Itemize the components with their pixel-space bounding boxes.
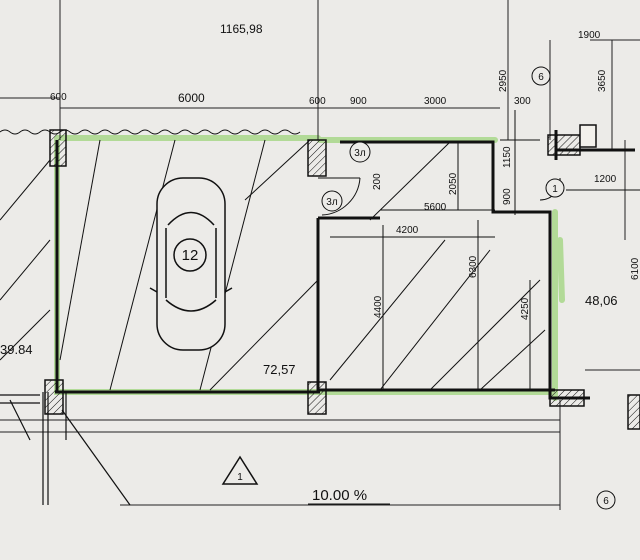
column [547,134,581,156]
dim-6300: 6300 [468,255,479,278]
column [307,139,327,177]
dim-600-left: 600 [50,92,67,103]
axis-marker-6: 6 [596,490,616,510]
room-marker-3l-top: 3л [349,141,371,163]
dim-2950: 2950 [498,69,509,92]
floor-hatching [0,139,546,391]
grid-lines [0,0,640,510]
svg-text:3л: 3л [354,148,366,159]
inner-dimension-lines [330,110,640,390]
svg-text:3л: 3л [326,197,338,208]
room-marker-1: 1 [545,178,565,198]
dim-200: 200 [372,173,383,190]
svg-text:12: 12 [182,247,199,264]
svg-text:6: 6 [538,72,544,83]
dim-6100: 6100 [630,257,640,280]
dim-900: 900 [350,96,367,107]
dim-300: 300 [514,96,531,107]
svg-text:1: 1 [237,472,243,483]
dim-5600: 5600 [424,202,447,213]
dim-3650: 3650 [597,69,608,92]
parking-space-marker: 12 [173,238,207,272]
column [579,124,597,148]
dim-600-mid: 600 [309,96,326,107]
warning-triangle-icon: 1 [221,455,259,485]
area-right: 48,06 [585,293,618,308]
slope-label: 10.00 % [312,487,367,504]
column [627,394,640,430]
area-garage: 72,57 [263,362,296,377]
dim-2050: 2050 [448,172,459,195]
svg-text:6: 6 [603,496,609,507]
dim-4200: 4200 [396,225,419,236]
room-marker-6: 6 [531,66,551,86]
room-marker-3l-bottom: 3л [321,190,343,212]
column [44,379,64,415]
column [307,381,327,415]
dim-1150: 1150 [502,146,513,168]
top-total-dimension: 1165,98 [220,22,263,36]
dim-1900: 1900 [578,30,601,41]
svg-text:1: 1 [552,184,558,195]
column [549,389,585,407]
dim-4250: 4250 [520,297,531,320]
dim-1200: 1200 [594,174,617,185]
area-left: 39.84 [0,342,33,357]
dim-3000: 3000 [424,96,447,107]
dim-900-vertical: 900 [502,188,513,205]
dim-6000: 6000 [178,91,205,105]
columns [44,124,640,430]
column [49,129,67,167]
dim-4400: 4400 [373,295,384,318]
